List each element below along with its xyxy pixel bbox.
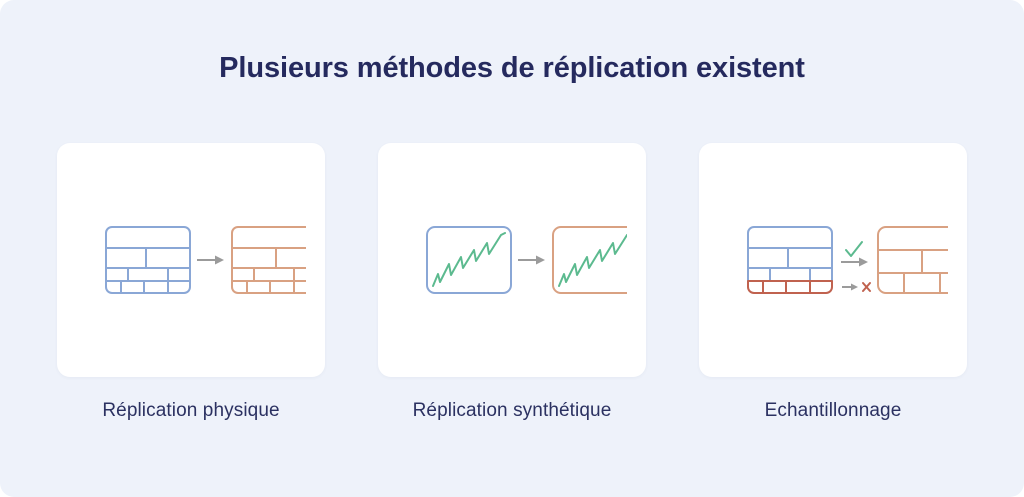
brick-wall-blue-with-red-row-icon <box>747 226 833 294</box>
brick-wall-orange-three-rows-icon <box>877 226 948 294</box>
illustration-brick-to-brick <box>105 226 306 294</box>
illustration-brick-sampled <box>747 226 948 294</box>
sawtooth-chart-blue-icon <box>426 226 512 294</box>
page-title: Plusieurs méthodes de réplication existe… <box>219 52 805 84</box>
arrow-right-icon <box>197 255 224 265</box>
illustration-chart-to-chart <box>426 226 627 294</box>
arrow-right-small-icon <box>842 283 858 291</box>
caption-replication-synthetique: Réplication synthétique <box>412 400 612 421</box>
brick-wall-orange-icon <box>231 226 306 294</box>
card-echantillonnage[interactable] <box>699 143 967 377</box>
brick-wall-blue-icon <box>105 226 191 294</box>
arrow-right-icon <box>518 255 545 265</box>
captions-row: Réplication physique Réplication synthét… <box>57 400 967 422</box>
caption-echantillonnage: Echantillonnage <box>764 400 902 421</box>
check-mark-icon <box>845 241 863 257</box>
card-replication-physique[interactable] <box>57 143 325 377</box>
card-replication-synthetique[interactable] <box>378 143 646 377</box>
arrow-right-icon <box>841 257 868 267</box>
caption-replication-physique: Réplication physique <box>102 400 280 421</box>
sawtooth-chart-orange-icon <box>552 226 627 294</box>
cards-row <box>57 143 967 377</box>
cross-mark-icon <box>862 282 871 292</box>
